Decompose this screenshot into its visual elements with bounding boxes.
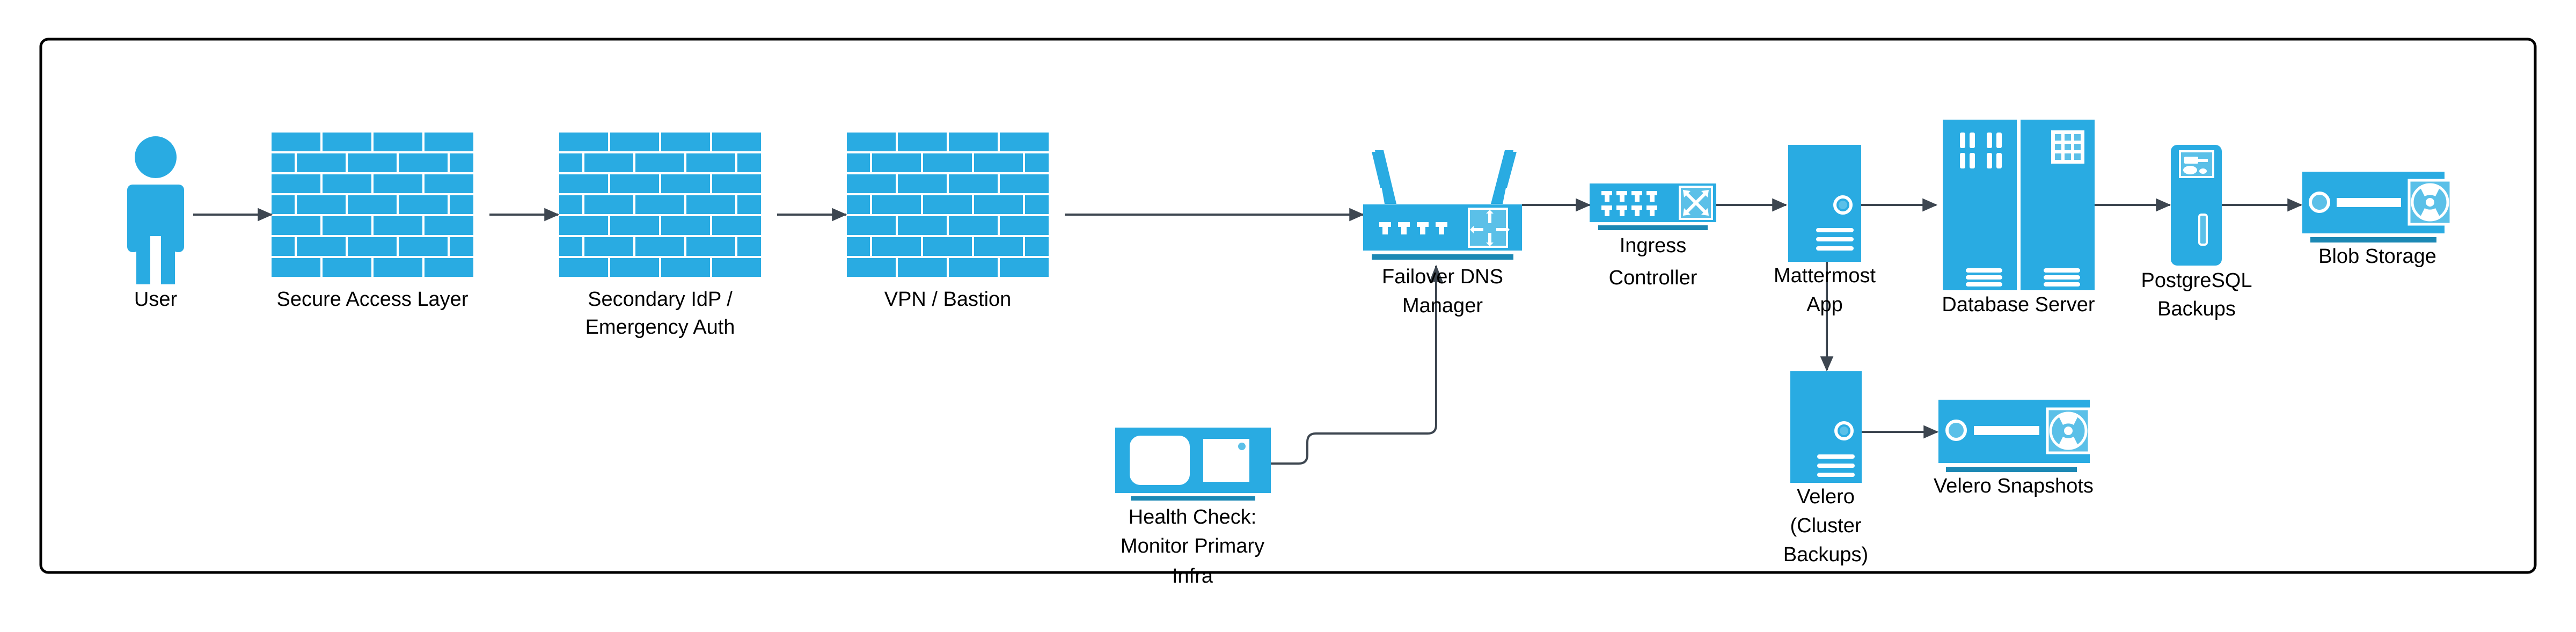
node-health-check[interactable]: Health Check: Monitor Primary Infra	[1115, 428, 1271, 587]
node-postgresql-backups[interactable]: PostgreSQL Backups	[2141, 145, 2252, 320]
server-tower-icon	[1790, 371, 1862, 483]
edge-health-check-to-failover-dns-manager	[1271, 264, 1443, 465]
storage-array-icon	[2302, 172, 2453, 242]
node-secondary-idp-label-line2: Emergency Auth	[586, 316, 735, 339]
database-server-rack-icon	[1943, 120, 2095, 290]
node-vpn-bastion-label: VPN / Bastion	[884, 288, 1012, 311]
server-tower-icon	[1788, 145, 1861, 262]
node-secure-access-layer-label: Secure Access Layer	[277, 288, 469, 311]
node-failover-dns-manager[interactable]: Failover DNS Manager	[1363, 150, 1522, 317]
node-ingress-controller[interactable]: Ingress Controller	[1590, 183, 1716, 289]
wireless-router-icon	[1363, 150, 1522, 260]
firewall-brick-wall-icon	[559, 133, 761, 277]
node-postgresql-backups-label-line2: Backups	[2157, 298, 2236, 320]
node-velero-snapshots[interactable]: Velero Snapshots	[1934, 400, 2094, 497]
node-health-check-label-line2: Monitor Primary	[1121, 535, 1264, 557]
node-mattermost-app[interactable]: Mattermost App	[1774, 145, 1876, 316]
node-velero-snapshots-label: Velero Snapshots	[1934, 475, 2094, 497]
backup-appliance-icon	[2171, 145, 2222, 266]
node-health-check-label-line1: Health Check:	[1129, 506, 1257, 528]
node-ingress-controller-label-line1: Ingress	[1620, 234, 1687, 257]
node-velero-label-line2: (Cluster	[1790, 515, 1861, 537]
node-blob-storage-label: Blob Storage	[2318, 245, 2436, 268]
node-postgresql-backups-label-line1: PostgreSQL	[2141, 269, 2252, 292]
node-velero[interactable]: Velero (Cluster Backups)	[1783, 371, 1868, 566]
node-ingress-controller-label-line2: Controller	[1609, 267, 1697, 289]
node-vpn-bastion[interactable]: VPN / Bastion	[847, 133, 1049, 311]
node-secondary-idp[interactable]: Secondary IdP / Emergency Auth	[559, 133, 761, 339]
node-velero-label-line3: Backups)	[1783, 543, 1868, 566]
node-database-server[interactable]: Database Server	[1942, 120, 2095, 316]
node-user-label: User	[134, 288, 178, 311]
connector-layer	[193, 198, 2303, 465]
node-blob-storage[interactable]: Blob Storage	[2302, 172, 2453, 268]
node-failover-dns-manager-label-line1: Failover DNS	[1382, 266, 1503, 288]
monitor-device-icon	[1115, 428, 1271, 501]
diagram-boundary	[39, 38, 2537, 574]
node-secondary-idp-label-line1: Secondary IdP /	[588, 288, 733, 311]
storage-array-icon	[1938, 400, 2091, 472]
node-mattermost-app-label-line1: Mattermost	[1774, 264, 1876, 287]
user-person-icon	[127, 136, 184, 284]
node-secure-access-layer[interactable]: Secure Access Layer	[272, 133, 473, 311]
firewall-brick-wall-icon	[272, 133, 473, 277]
node-database-server-label: Database Server	[1942, 293, 2095, 316]
node-failover-dns-manager-label-line2: Manager	[1402, 295, 1483, 317]
network-switch-icon	[1590, 183, 1716, 230]
node-health-check-label-line3: Infra	[1172, 565, 1213, 587]
node-velero-label-line1: Velero	[1797, 486, 1855, 508]
node-mattermost-app-label-line2: App	[1806, 293, 1843, 316]
firewall-brick-wall-icon	[847, 133, 1049, 277]
node-user[interactable]: User	[127, 136, 184, 311]
